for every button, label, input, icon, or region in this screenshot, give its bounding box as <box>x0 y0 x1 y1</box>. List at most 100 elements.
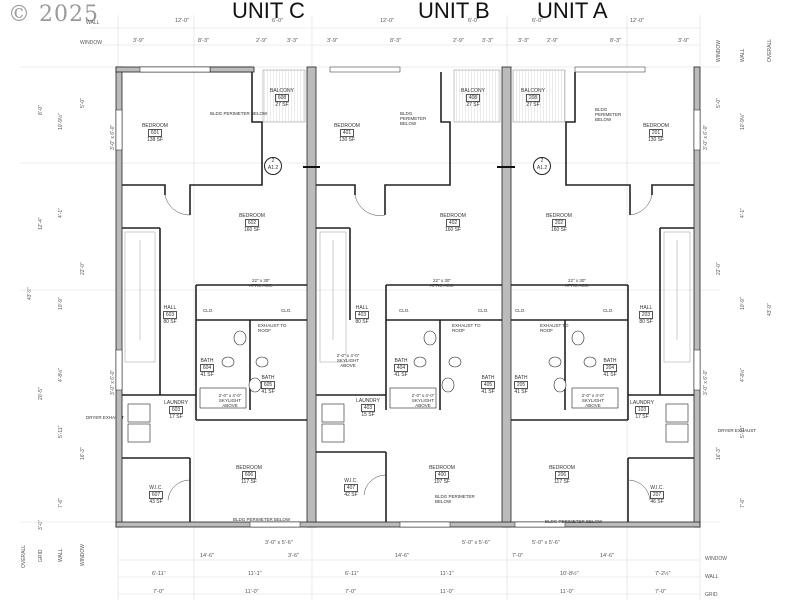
room-name: BALCONY <box>270 88 294 94</box>
bottom-wall-dimension: 11'-1" <box>440 571 454 577</box>
exhaust-note-c: EXHAUST TO ROOF <box>258 323 287 333</box>
room-name: LAUNDRY <box>164 400 188 406</box>
room-number: 403 <box>360 404 376 412</box>
room-number: 603 <box>162 311 178 319</box>
room-area: 27 SF <box>526 102 540 108</box>
room-name: BATH <box>603 358 617 364</box>
bottom-window-row-label: WINDOW <box>705 556 727 562</box>
bldg-perimeter-note-a-bottom: BLDG PERIMETER BELOW <box>545 519 603 524</box>
top-wall-row-label: WALL <box>86 20 100 26</box>
room-area: 130 SF <box>338 137 356 143</box>
room-number: 405 <box>480 381 496 389</box>
room-number: 601 <box>147 129 163 137</box>
room-name: BATH <box>261 375 275 381</box>
room-area: 17 SF <box>635 414 649 420</box>
room-name: BEDROOM <box>429 465 455 471</box>
room-name: BALCONY <box>461 88 485 94</box>
room-number: 407 <box>343 484 359 492</box>
window-size-label: 5'-0" x 5'-6" <box>462 540 490 546</box>
room-name: HALL <box>163 305 177 311</box>
room-name: HALL <box>355 305 369 311</box>
top-wall-dimension: 12'-0" <box>380 18 395 24</box>
room-area: 160 SF <box>444 227 462 233</box>
room-number: 208 <box>525 94 541 102</box>
room-number: 204 <box>602 364 618 372</box>
room-area: 41 SF <box>394 372 408 378</box>
attic-access-note-a: 22" x 30" ATTIC ACC. <box>564 278 590 288</box>
skylight-note-b: 2'-0" x 4'-0" SKYLIGHT ABOVE <box>411 393 435 408</box>
bottom-grid-dimension: 7'-0" <box>345 589 356 595</box>
room-number: 608 <box>274 94 290 102</box>
room-name: BATH <box>481 375 495 381</box>
closet-label-a1: CLO. <box>515 308 526 313</box>
top-wall-dimension: 12'-0" <box>630 18 645 24</box>
skylight-note-a: 2'-0" x 4'-0" SKYLIGHT ABOVE <box>581 393 605 408</box>
room-number: 202 <box>551 219 567 227</box>
bottom-grid-row-label: GRID <box>705 592 718 598</box>
room-name: W.I.C. <box>149 485 163 491</box>
room-name: LAUNDRY <box>356 398 380 404</box>
room-name: BEDROOM <box>334 123 360 129</box>
bottom-grid-dimension: 11'-0" <box>440 589 454 595</box>
room-area: 17 SF <box>169 414 183 420</box>
skylight-note-c: 2'-0" x 4'-0" SKYLIGHT ABOVE <box>218 393 242 408</box>
bldg-perimeter-note-b-bottom: BLDG PERIMETER BELOW <box>435 494 475 504</box>
dryer-exhaust-note-right: DRYER EXHAUST <box>718 428 757 433</box>
room-area: 41 SF <box>261 389 275 395</box>
top-window-dimension: 2'-9" <box>453 38 464 44</box>
exhaust-note-b: EXHAUST TO ROOF <box>452 323 481 333</box>
bldg-perimeter-note-c-bottom: BLDG PERIMETER BELOW <box>233 517 291 522</box>
room-number: 605 <box>260 381 276 389</box>
room-number: 401 <box>339 129 355 137</box>
bottom-wall-dimension: 10'-8½" <box>560 571 579 577</box>
top-window-dimension: 3'-9" <box>133 38 144 44</box>
bottom-grid-dimension: 11'-0" <box>560 589 574 595</box>
room-area: 80 SF <box>163 319 177 325</box>
room-area: 43 SF <box>149 499 163 505</box>
window-size-label: 5'-0" x 5'-6" <box>532 540 560 546</box>
bottom-window-dimension: 14'-6" <box>200 553 215 559</box>
closet-label-b1: CLO. <box>399 308 410 313</box>
room-number: 403 <box>354 311 370 319</box>
room-number: 207 <box>649 491 665 499</box>
room-area: 80 SF <box>355 319 369 325</box>
room-name: BEDROOM <box>236 465 262 471</box>
window-size-label: 3'-0" x 5'-6" <box>265 540 293 546</box>
room-name: W.I.C. <box>344 478 358 484</box>
room-area: 41 SF <box>481 389 495 395</box>
bldg-perimeter-note-b: BLDG PERIMETER BELOW <box>400 111 427 126</box>
room-area: 27 SF <box>466 102 480 108</box>
room-area: 27 SF <box>275 102 289 108</box>
closet-label-c1: CLO. <box>203 308 214 313</box>
bottom-window-dimension: 7'-0" <box>512 553 523 559</box>
skylight-note-b-hall: 2'-0" x 4'-0" SKYLIGHT ABOVE <box>336 353 360 368</box>
room-area: 80 SF <box>639 319 653 325</box>
room-name: BEDROOM <box>643 123 669 129</box>
copyright-watermark: © 2025 <box>8 2 99 27</box>
bottom-wall-dimension: 7'-2½" <box>655 571 671 577</box>
room-area: 138 SF <box>146 137 164 143</box>
room-name: BATH <box>514 375 528 381</box>
closet-label-c2: CLO. <box>281 308 292 313</box>
room-name: HALL <box>639 305 653 311</box>
room-area: 41 SF <box>514 389 528 395</box>
room-number: 408 <box>465 94 481 102</box>
